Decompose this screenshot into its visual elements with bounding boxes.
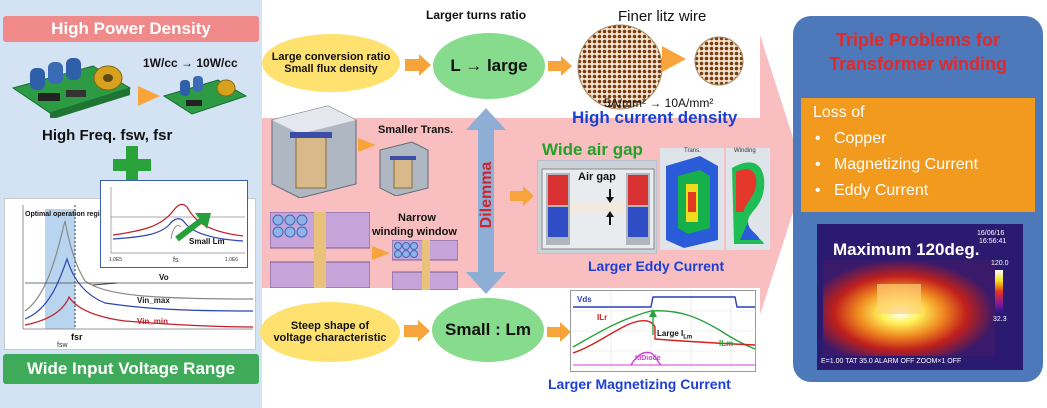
small-lm-arrow-icon [173, 211, 213, 243]
high-freq-label: High Freq. fsw, fsr [42, 127, 173, 144]
finer-litz-label: Finer litz wire [618, 8, 707, 25]
thermal-footer: E=1.00 TAT 35.0 ALARM OFF ZOOM×1 OFF [821, 358, 962, 365]
larger-mag-label: Larger Magnetizing Current [548, 376, 731, 392]
dilemma-label: Dilemma [478, 161, 495, 229]
loss-heading: Loss of [813, 104, 865, 121]
tick-left-label: 1.0E5 [109, 257, 123, 263]
fsw-axis-label: fsw [57, 342, 68, 349]
dilemma-arrow [466, 108, 506, 294]
thermal-image: Maximum 120deg. 16/06/16 16:56:41 120.0 … [817, 224, 1023, 370]
loss-item-label: Magnetizing Current [833, 156, 979, 173]
steep-shape-line2: voltage characteristic [273, 332, 387, 344]
large-conversion-line2: Small flux density [284, 63, 378, 75]
arrow-icon-5 [510, 186, 534, 206]
fs-label: fs [173, 257, 179, 264]
vin-max-label: Vin_max [137, 296, 170, 305]
fsr-label: fsr [71, 332, 83, 342]
ilr-label: ILr [597, 313, 608, 322]
l-large-ellipse: L → large [433, 33, 545, 99]
loss-box: Loss of • Copper • Magnetizing Current •… [801, 98, 1035, 212]
plus-icon [113, 146, 151, 184]
air-gap-diagram: Air gap [537, 160, 657, 254]
loss-item-eddy: • Eddy Current [815, 182, 929, 199]
max-temp-label: Maximum 120deg. [833, 240, 980, 259]
steep-shape-ellipse: Steep shape of voltage characteristic [260, 302, 400, 362]
wide-air-gap-label: Wide air gap [542, 140, 643, 159]
large-conversion-line1: Large conversion ratio [271, 51, 391, 63]
arrow-icon-7 [547, 322, 571, 342]
small-lm-ellipse: Small : Lm [432, 298, 544, 362]
smaller-trans-label: Smaller Trans. [378, 124, 454, 136]
arrow-icon-2 [548, 56, 572, 76]
wide-input-voltage-header: Wide Input Voltage Range [3, 354, 259, 384]
larger-turns-label: Larger turns ratio [426, 8, 527, 22]
high-power-density-header: High Power Density [3, 16, 259, 42]
waveform-plot: Vds ILr Large ILm ILm IdDiode [570, 290, 757, 373]
large-ilm-text: Large I [657, 329, 684, 338]
air-gap-label: Air gap [578, 171, 616, 183]
idiode-label: IdDiode [635, 355, 661, 362]
winding-window-small-image [391, 239, 459, 291]
optimal-region-label: Optimal operation region [25, 211, 109, 218]
large-ilm-label: Large ILm [657, 329, 692, 341]
small-lm-plot: Small Lm fs 1.0E5 1.0E6 [100, 180, 248, 268]
pcb-small-image [160, 64, 250, 120]
loss-item-label: Eddy Current [833, 182, 929, 199]
wide-input-voltage-title: Wide Input Voltage Range [26, 359, 236, 378]
current-density-values: 5A/mm² → 10A/mm² [604, 96, 714, 110]
thermal-time: 16:56:41 [979, 238, 1007, 245]
thermal-scale-bottom: 32.3 [993, 316, 1007, 323]
power-density-arrow-icon [138, 86, 160, 106]
tick-right-label: 1.0E6 [225, 257, 239, 263]
loss-item-copper: • Copper [815, 130, 887, 147]
smaller-trans-small-image [378, 138, 430, 197]
vo-label: Vo [159, 273, 169, 282]
power-density-label: 1W/cc → 10W/cc [143, 56, 238, 70]
loss-item-magnetizing: • Magnetizing Current [815, 156, 979, 173]
l-large-label: L → large [450, 56, 528, 75]
narrow-window-line2: winding window [372, 226, 457, 238]
right-panel: Triple Problems for Transformer winding … [793, 16, 1043, 382]
vin-min-label: Vin_min [137, 317, 168, 326]
larger-eddy-label: Larger Eddy Current [588, 258, 725, 274]
fem-trans-label: Trans. [684, 148, 701, 154]
litz-wire-small-icon [694, 36, 744, 86]
right-title-line2: Transformer winding [828, 54, 1008, 74]
ilm-label: ILm [719, 339, 734, 348]
litz-arrow-icon [662, 46, 686, 72]
small-lm-ellipse-label: Small : Lm [445, 320, 531, 339]
narrow-window-line1: Narrow [398, 212, 436, 224]
smaller-trans-large-image [268, 100, 358, 199]
vds-label: Vds [577, 295, 592, 304]
thermal-scale-top: 120.0 [991, 260, 1009, 267]
arrow-icon-1 [405, 54, 431, 76]
right-title-line1: Triple Problems for [835, 30, 1001, 50]
winding-window-large-image [269, 211, 371, 289]
fem-winding-label: Winding [734, 148, 756, 154]
steep-shape-line1: Steep shape of [290, 320, 370, 332]
pcb-large-image [8, 48, 134, 120]
fem-winding-image: Winding [726, 148, 770, 250]
fem-trans-image: Trans. [660, 148, 724, 250]
arrow-icon-6 [404, 320, 430, 342]
large-ilm-sub: Lm [683, 334, 693, 341]
high-power-density-title: High Power Density [51, 19, 211, 38]
large-conversion-ellipse: Large conversion ratio Small flux densit… [262, 34, 400, 92]
arrow-icon-4 [372, 246, 390, 260]
loss-item-label: Copper [833, 130, 887, 147]
small-lm-label: Small Lm [189, 237, 225, 246]
high-current-density-label: High current density [572, 108, 738, 127]
thermal-date: 16/06/16 [977, 230, 1005, 237]
arrow-icon-3 [358, 138, 376, 152]
